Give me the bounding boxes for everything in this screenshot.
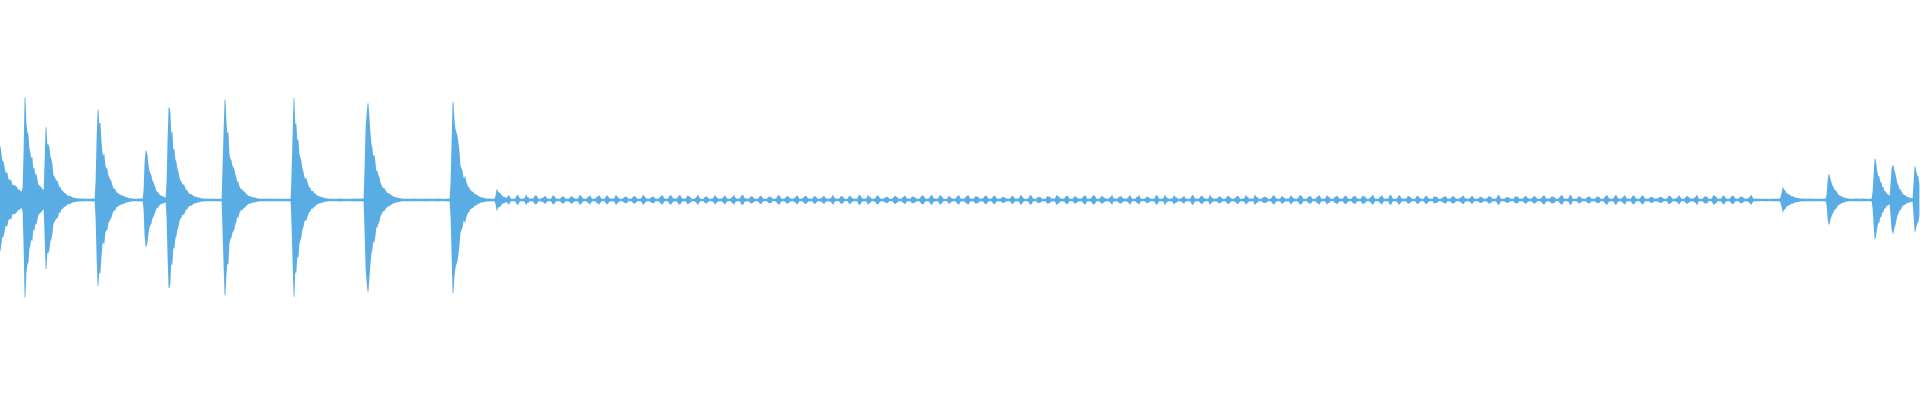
- waveform-trace: [0, 97, 1920, 298]
